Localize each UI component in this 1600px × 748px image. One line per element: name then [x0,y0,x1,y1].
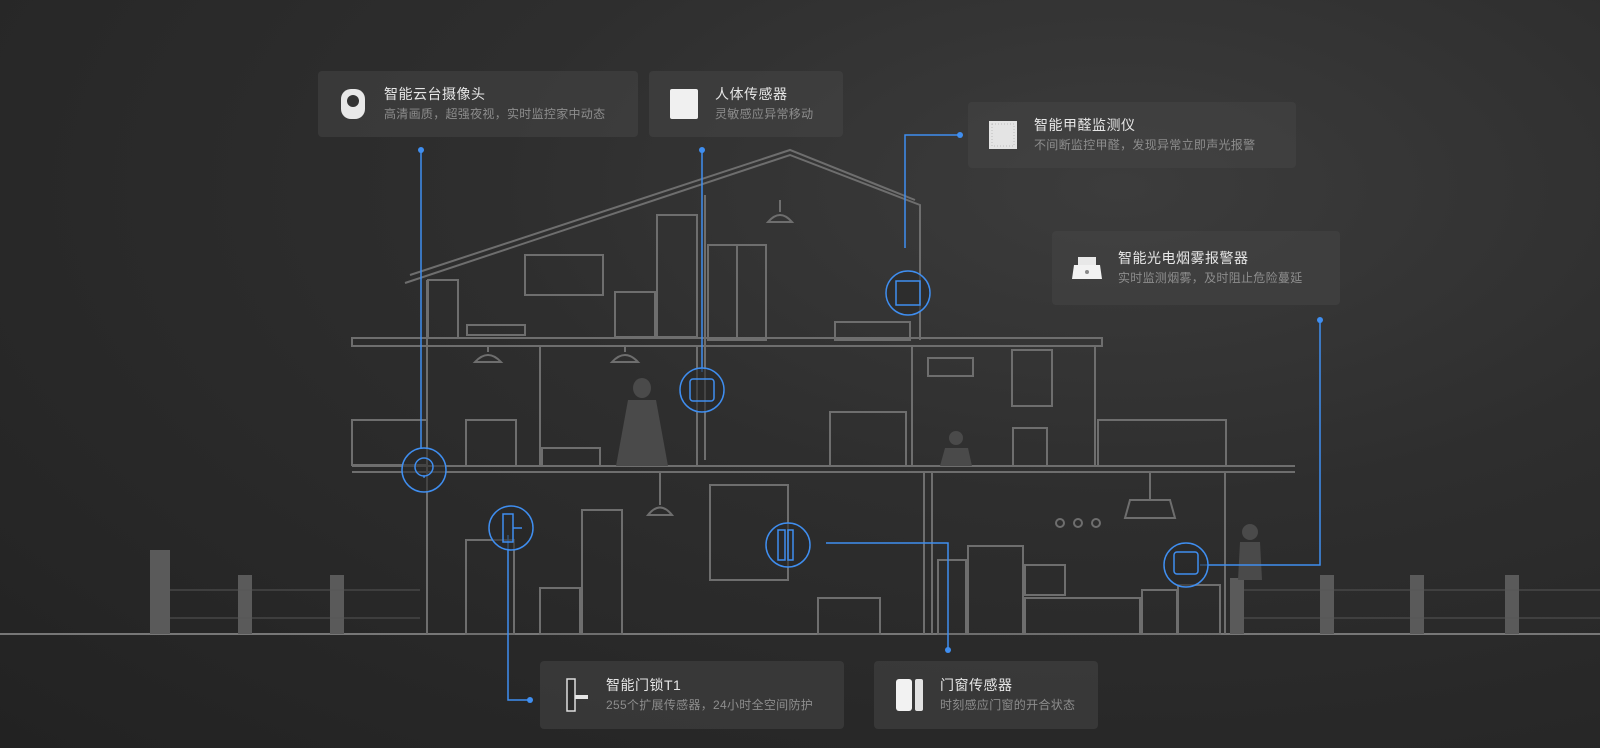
formaldehyde-monitor-icon [989,121,1017,149]
device-card-smoke-alarm[interactable]: 智能光电烟雾报警器 实时监测烟雾，及时阻止危险蔓延 [1052,231,1340,305]
device-title: 智能云台摄像头 [384,86,486,102]
smoke-alarm-icon [1072,257,1102,279]
connector-lines [420,134,1321,701]
device-description: 时刻感应门窗的开合状态 [940,698,1076,712]
motion-sensor-icon [670,89,698,119]
device-card-door-lock[interactable]: 智能门锁T1 255个扩展传感器，24小时全空间防护 [540,661,844,729]
fence-rails [170,589,1600,619]
device-description: 灵敏感应异常移动 [715,107,814,121]
people-silhouettes [616,378,1262,580]
device-description: 高清画质，超强夜视，实时监控家中动态 [384,107,606,121]
device-description: 不间断监控甲醛，发现异常立即声光报警 [1034,138,1256,152]
device-title: 人体传感器 [715,86,788,102]
door-window-sensor-icon [896,679,923,711]
door-lock-icon [566,678,588,712]
device-card-door-window-sensor[interactable]: 门窗传感器 时刻感应门窗的开合状态 [874,661,1098,729]
device-hotspot-icons [414,280,1199,575]
camera-icon [341,89,365,119]
device-card-body-sensor[interactable]: 人体传感器 灵敏感应异常移动 [649,71,843,137]
device-title: 门窗传感器 [940,677,1013,693]
device-hotspots [401,270,1209,588]
connector-dots [418,132,1323,703]
device-title: 智能光电烟雾报警器 [1118,250,1249,266]
device-title: 智能甲醛监测仪 [1034,117,1136,133]
device-card-formaldehyde[interactable]: 智能甲醛监测仪 不间断监控甲醛，发现异常立即声光报警 [968,102,1296,168]
device-description: 实时监测烟雾，及时阻止危险蔓延 [1118,271,1303,285]
device-card-camera[interactable]: 智能云台摄像头 高清画质，超强夜视，实时监控家中动态 [318,71,638,137]
device-description: 255个扩展传感器，24小时全空间防护 [606,698,814,712]
device-title: 智能门锁T1 [606,677,682,693]
fence [150,550,1519,634]
